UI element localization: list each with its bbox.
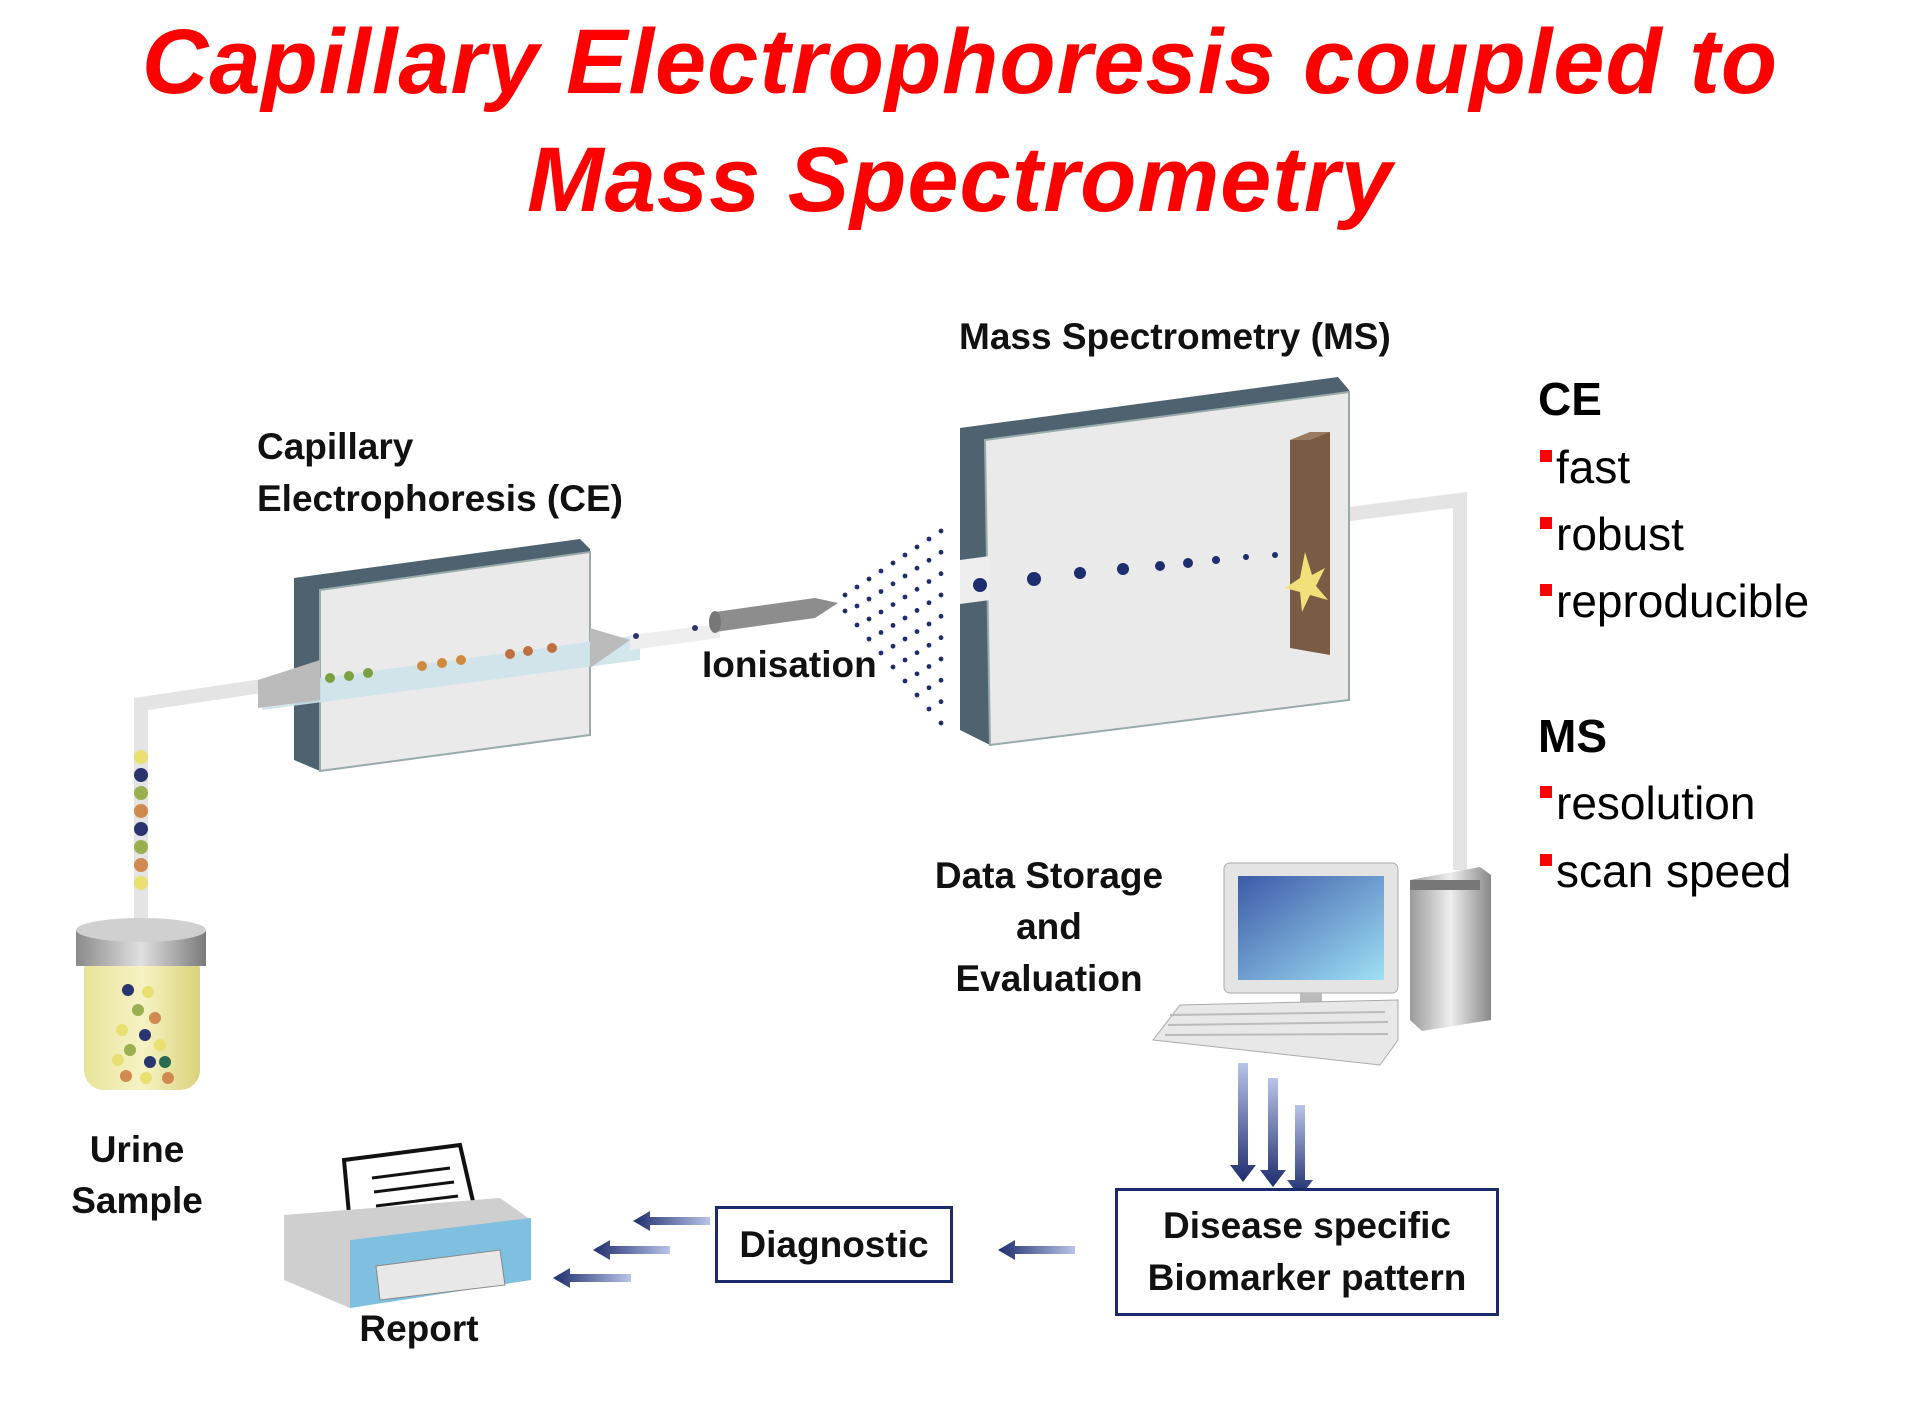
spray-droplet [878,589,884,594]
urine-label-2: Sample [71,1180,203,1221]
spray-droplet [926,579,932,584]
spray-droplet [890,560,896,566]
spray-droplet [866,596,872,602]
spray-droplet [902,594,908,600]
spray-droplet [926,664,932,669]
feature-text: resolution [1556,777,1756,829]
ce-feature-item: robust [1540,507,1684,561]
spray-droplet [938,635,944,641]
sample-pipe [134,492,1467,930]
ion-spray [842,528,944,726]
spray-droplet [902,573,908,579]
spray-droplet [938,720,944,726]
spray-droplet [938,592,944,598]
spray-droplet [902,615,908,621]
spray-droplet [938,656,944,662]
data-storage-label-3: Evaluation [955,958,1143,999]
biomarker-pattern-box: Disease specific Biomarker pattern [1115,1188,1499,1316]
spray-droplet [926,621,932,627]
spray-droplet [914,629,920,634]
spray-droplet [866,616,872,622]
title-line-1: Capillary Electrophoresis coupled to [141,11,1779,113]
bullet-icon [1540,854,1552,866]
urine-sample-jar [76,918,206,1090]
spray-droplet [914,565,920,571]
ionisation-needle [709,598,838,633]
spray-droplet [926,706,932,712]
ms-feature-item: resolution [1540,776,1755,830]
ionisation-label: Ionisation [702,644,877,685]
spray-droplet [854,584,860,590]
feature-text: reproducible [1556,575,1810,627]
spray-droplet [890,581,896,587]
spray-droplet [902,678,908,684]
biomarker-label-1: Disease specific [1163,1205,1451,1247]
spray-droplet [890,643,896,649]
spray-droplet [926,685,932,691]
spray-droplet [938,699,944,705]
feature-text: scan speed [1556,845,1792,897]
spray-droplet [866,576,872,582]
data-storage-label-1: Data Storage [934,855,1164,896]
spray-droplet [914,671,920,677]
sample-beads [134,750,148,890]
bullet-icon [1540,450,1552,462]
spray-droplet [938,613,944,619]
ce-instrument [258,539,720,773]
spray-droplet [902,552,908,558]
diagnostic-label: Diagnostic [739,1223,929,1265]
ms-label: Mass Spectrometry (MS) [959,316,1391,357]
feature-text: robust [1556,508,1684,560]
spray-droplet [938,549,944,555]
diagnostic-box: Diagnostic [715,1206,953,1283]
spray-droplet [914,650,920,656]
ce-feature-item: reproducible [1540,574,1809,628]
ce-label-line-2: Electrophoresis (CE) [257,478,623,519]
urine-label-1: Urine [89,1129,185,1170]
bullet-icon [1540,517,1552,529]
spray-droplet [842,592,848,598]
ce-features-heading: CE [1538,373,1602,425]
spray-droplet [902,636,908,642]
spray-droplet [914,586,920,592]
spray-droplet [938,571,944,577]
spray-droplet [878,630,884,635]
spray-droplet [926,557,932,563]
spray-droplet [914,544,920,550]
computer [1152,862,1491,1066]
spray-droplet [878,609,884,615]
printer [284,1142,531,1308]
title-line-2: Mass Spectrometry [527,129,1393,231]
spray-droplet [890,623,896,628]
spray-droplet [926,642,932,648]
data-storage-label-2: and [1016,906,1082,947]
feature-text: fast [1556,441,1631,493]
spray-droplet [878,568,884,574]
spray-droplet [890,602,896,607]
spray-droplet [878,650,884,656]
bullet-icon [1540,584,1552,596]
spray-droplet [854,622,860,628]
biomarker-label-2: Biomarker pattern [1147,1257,1467,1298]
spray-droplet [866,636,872,642]
spray-droplet [902,657,908,663]
spray-droplet [854,603,860,609]
spray-droplet [842,608,848,614]
flow-arrows [553,1063,1313,1288]
spray-droplet [914,608,920,613]
ce-feature-item: fast [1540,440,1630,494]
ms-features-heading: MS [1538,710,1607,762]
ms-instrument [960,377,1350,747]
spray-droplet [914,692,920,698]
bullet-icon [1540,786,1552,798]
spray-droplet [938,677,944,683]
ce-label-line-1: Capillary [257,426,414,467]
spray-droplet [890,664,896,670]
spray-droplet [926,600,932,606]
spray-droplet [926,536,932,542]
report-label: Report [359,1308,479,1349]
ms-feature-item: scan speed [1540,844,1791,898]
spray-droplet [938,528,944,534]
